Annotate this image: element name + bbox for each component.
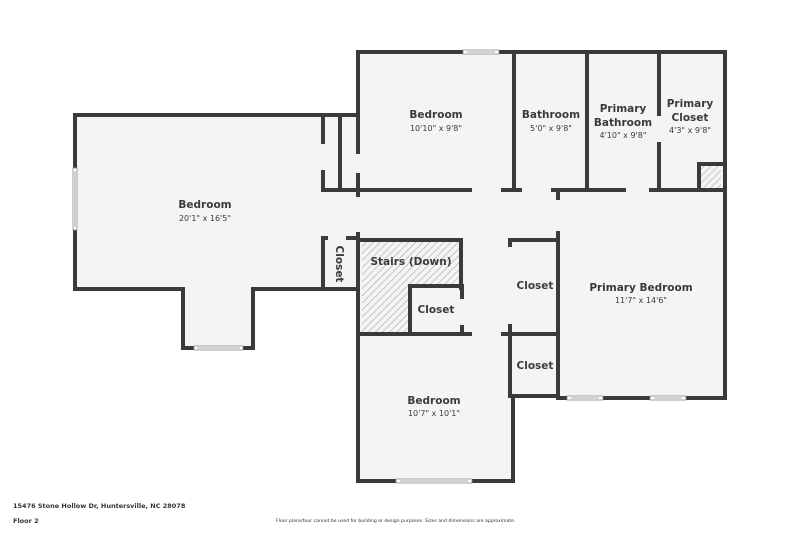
room-name-closet-hall: Closet [517, 280, 554, 292]
room-name-bedroom-bottom: Bedroom [407, 395, 460, 407]
room-name-primary-closet-1: Primary [667, 98, 714, 110]
chase-hatch [701, 166, 721, 188]
disclaimer: Floor plans/tour cannot be used for buil… [276, 519, 516, 524]
room-dims-bedroom-top: 10'10" x 9'8" [410, 124, 462, 133]
room-dims-bedroom-bottom: 10'7" x 10'1" [408, 409, 460, 418]
room-dims-primary-bedroom: 11'7" x 14'6" [615, 296, 667, 305]
room-name-bathroom: Bathroom [522, 109, 580, 121]
windows [72, 49, 687, 484]
room-name-closet-stairs: Closet [418, 304, 455, 316]
room-name-primary-bedroom: Primary Bedroom [589, 282, 692, 294]
room-name-closet-left: Closet [333, 246, 345, 283]
floor-fills [75, 52, 725, 481]
room-name-primary-bathroom-2: Bathroom [594, 117, 652, 129]
room-name-closet-bottom: Closet [517, 360, 554, 372]
room-name-bedroom-large: Bedroom [178, 199, 231, 211]
property-address: 15476 Stone Hollow Dr, Huntersville, NC … [13, 502, 186, 510]
room-labels: Bedroom 20'1" x 16'5" Bedroom 10'10" x 9… [178, 98, 713, 418]
room-dims-bedroom-large: 20'1" x 16'5" [179, 214, 231, 223]
room-dims-primary-closet: 4'3" x 9'8" [669, 126, 711, 135]
room-dims-bathroom: 5'0" x 9'8" [530, 124, 572, 133]
floor-label: Floor 2 [13, 517, 39, 525]
room-dims-primary-bathroom: 4'10" x 9'8" [599, 131, 646, 140]
room-name-primary-closet-2: Closet [672, 112, 709, 124]
walls [73, 50, 727, 483]
room-name-bedroom-top: Bedroom [409, 109, 462, 121]
room-name-primary-bathroom-1: Primary [600, 103, 647, 115]
room-name-stairs: Stairs (Down) [370, 256, 451, 268]
